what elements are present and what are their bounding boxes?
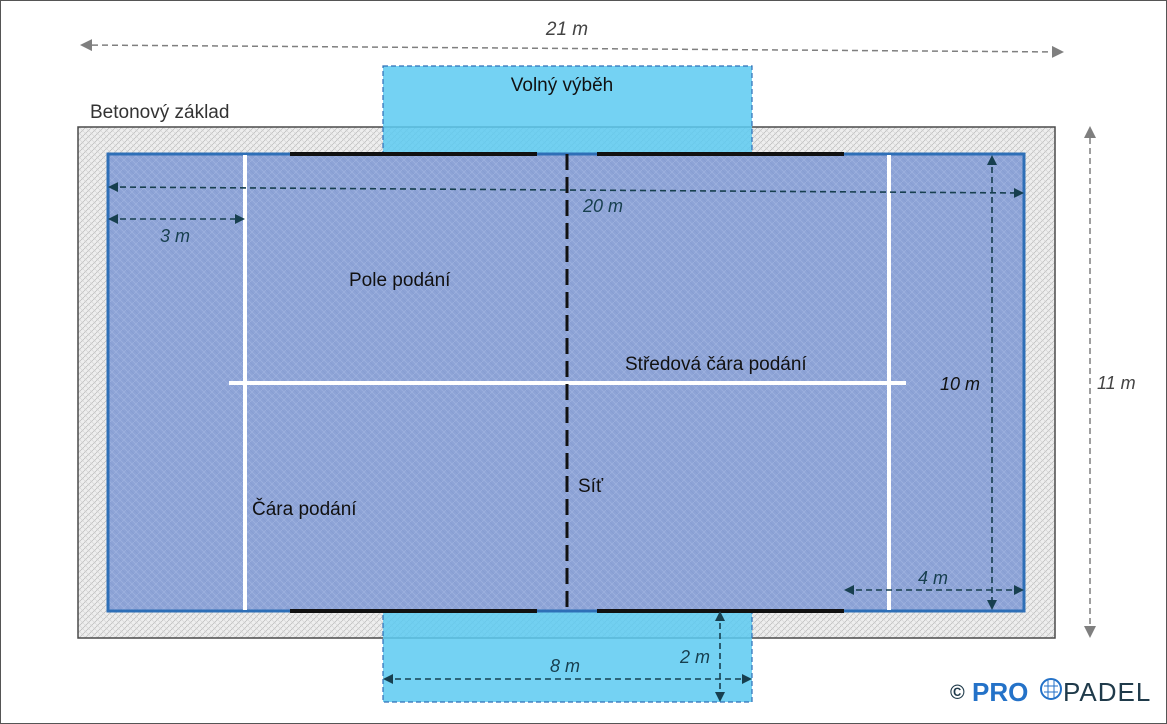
label-concrete-base: Betonový základ xyxy=(90,102,229,123)
brand-text-padel: PADEL xyxy=(1063,677,1151,707)
label-total-width: 11 m xyxy=(1097,373,1136,393)
padel-racket-icon xyxy=(1040,678,1062,700)
dimension-court-length xyxy=(108,182,1024,198)
copyright-symbol: © xyxy=(950,682,965,704)
label-center-service-line: Středová čára podání xyxy=(625,354,807,375)
label-service-line: Čára podání xyxy=(252,498,357,520)
label-runoff-depth: 2 m xyxy=(679,647,710,667)
label-court-width: 10 m xyxy=(940,374,980,394)
propadel-logo: © PRO PADEL xyxy=(950,677,1151,707)
runoff-zone-bottom xyxy=(382,609,753,703)
label-runoff-width: 8 m xyxy=(550,656,580,676)
label-runoff-zone: Volný výběh xyxy=(511,75,613,96)
label-court-length: 20 m xyxy=(582,196,623,216)
label-service-depth: 3 m xyxy=(160,226,190,246)
label-total-length: 21 m xyxy=(545,19,588,40)
label-glass-wall: 4 m xyxy=(918,568,948,588)
dimension-total-length xyxy=(80,39,1064,58)
label-net: Síť xyxy=(578,476,604,497)
brand-text-pro: PRO xyxy=(972,677,1028,707)
label-service-box: Pole podání xyxy=(349,270,451,291)
